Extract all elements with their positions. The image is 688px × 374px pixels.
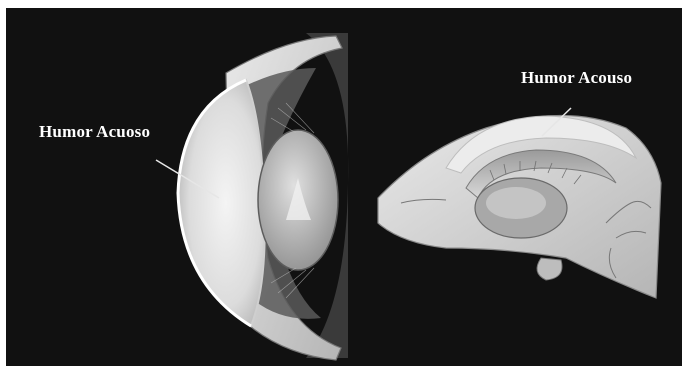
aqueous-humor-label-right: Humor Acouso: [521, 68, 632, 88]
diagram-panel: Humor Acuoso Humor Acouso: [6, 8, 682, 366]
right-eye-cutaway: [378, 108, 661, 298]
lens-highlight: [486, 187, 546, 219]
muscle-flap: [537, 258, 562, 280]
aqueous-humor-label-left: Humor Acuoso: [39, 122, 150, 142]
left-eye-section: [156, 33, 348, 360]
eye-illustrations: [6, 8, 682, 366]
anterior-chamber: [178, 80, 265, 326]
